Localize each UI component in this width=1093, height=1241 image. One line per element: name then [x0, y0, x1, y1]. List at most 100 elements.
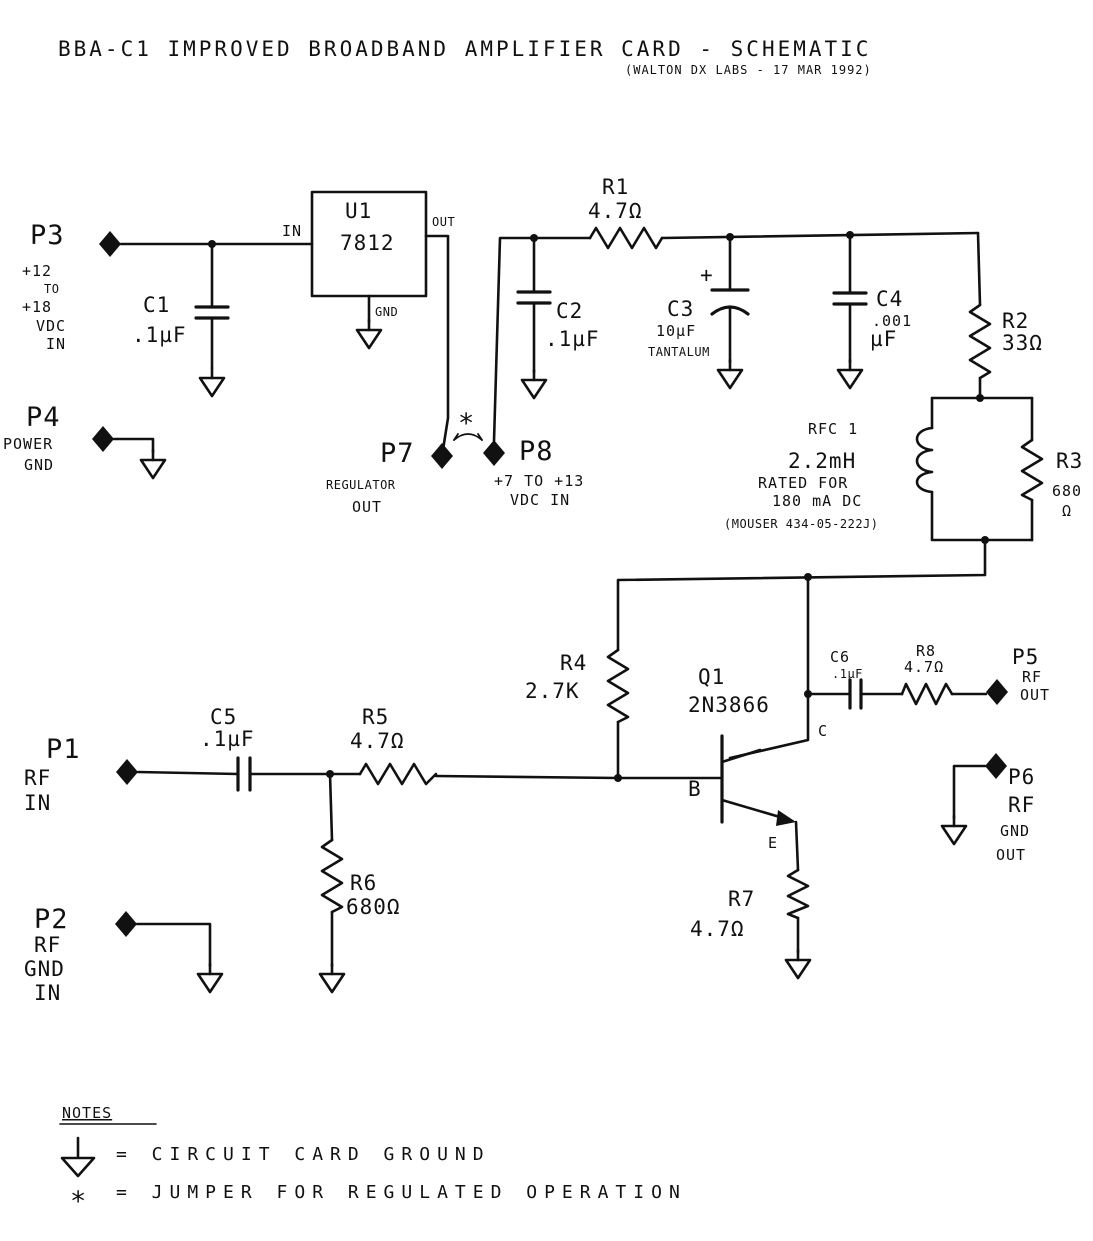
capacitor-c1: C1 .1µF	[132, 242, 230, 398]
port-p5-desc-2: OUT	[1020, 686, 1050, 704]
resistor-r2: R2 33Ω	[968, 303, 1043, 380]
r5-ref: R5	[362, 705, 389, 729]
port-p3-desc-5: IN	[46, 335, 66, 353]
u1-pin-out: OUT	[432, 215, 455, 229]
port-p6-desc-3: OUT	[996, 846, 1026, 864]
port-p6: P6 RF GND OUT	[940, 753, 1035, 864]
jumper-indicator: *	[453, 408, 483, 441]
resistor-r5: R5 4.7Ω	[350, 705, 438, 786]
capacitor-c4: C4 .001 µF	[832, 233, 911, 390]
port-p8-label: P8	[519, 436, 554, 467]
resistor-r8: R8 4.7Ω	[900, 642, 954, 706]
notes-heading: NOTES	[62, 1104, 112, 1122]
ground-symbol-icon	[60, 1136, 96, 1178]
r7-ref: R7	[728, 887, 755, 911]
rfc1-ref: RFC 1	[808, 420, 858, 438]
c3-ref: C3	[667, 297, 694, 321]
c2-ref: C2	[556, 299, 583, 323]
port-p1: P1 RF IN	[24, 734, 138, 815]
schematic-title: BBA-C1 IMPROVED BROADBAND AMPLIFIER CARD…	[58, 37, 871, 61]
r3-ref: R3	[1056, 449, 1083, 473]
note-1-text: = CIRCUIT CARD GROUND	[116, 1144, 491, 1165]
capacitor-c5: C5 .1µF	[200, 705, 255, 792]
port-p2-desc-1: RF	[34, 933, 61, 957]
c1-ref: C1	[143, 293, 170, 317]
port-p5-label: P5	[1012, 645, 1039, 669]
r8-ref: R8	[916, 642, 936, 660]
port-p7: P7 REGULATOR OUT	[326, 438, 453, 516]
port-p8-desc-2: VDC IN	[510, 491, 570, 509]
rfc1-value: 2.2mH	[788, 449, 856, 473]
port-p3-desc-3: +18	[22, 298, 52, 316]
c3-note: TANTALUM	[648, 345, 710, 359]
c3-value: 10µF	[656, 322, 696, 340]
port-p1-desc-1: RF	[24, 766, 51, 790]
resistor-r4: R4 2.7K	[525, 648, 630, 780]
capacitor-c2: C2 .1µF	[516, 236, 600, 400]
r8-value: 4.7Ω	[904, 658, 944, 676]
r4-value: 2.7K	[525, 679, 580, 703]
u1-pin-in: IN	[282, 222, 302, 240]
r5-value: 4.7Ω	[350, 729, 405, 753]
inductor-rfc1: RFC 1 2.2mH RATED FOR 180 mA DC (MOUSER …	[724, 396, 1034, 542]
r1-value: 4.7Ω	[588, 199, 643, 223]
q1-ref: Q1	[698, 665, 725, 689]
note-2-text: = JUMPER FOR REGULATED OPERATION	[116, 1182, 687, 1203]
port-p6-desc-2: GND	[1000, 822, 1030, 840]
port-p5: P5 RF OUT	[986, 645, 1050, 705]
port-p4-desc-1: POWER	[3, 435, 53, 453]
port-p2: P2 RF GND IN	[24, 904, 224, 1005]
port-p2-label: P2	[34, 904, 69, 935]
u1-pin-gnd: GND	[375, 305, 398, 319]
rfc1-note-3: (MOUSER 434-05-222J)	[724, 517, 879, 531]
u1-part: 7812	[340, 231, 395, 255]
c5-value: .1µF	[200, 727, 255, 751]
port-p4-desc-2: GND	[24, 456, 54, 474]
rfc1-note-1: RATED FOR	[758, 474, 848, 492]
port-p6-desc-1: RF	[1008, 793, 1035, 817]
resistor-r1: R1 4.7Ω	[588, 175, 664, 250]
jumper-star: *	[458, 408, 475, 439]
q1-pin-b: B	[688, 777, 702, 801]
r2-value: 33Ω	[1002, 331, 1043, 355]
port-p2-desc-2: GND	[24, 957, 65, 981]
port-p3-desc-4: VDC	[36, 317, 66, 335]
c2-value: .1µF	[545, 327, 600, 351]
rfc1-note-2: 180 mA DC	[772, 492, 862, 510]
jumper-star-icon: *	[70, 1186, 87, 1217]
port-p3-label: P3	[30, 220, 65, 251]
port-p1-label: P1	[46, 734, 81, 765]
port-p7-desc-2: OUT	[352, 498, 382, 516]
r6-value: 680Ω	[346, 895, 401, 919]
port-p3-desc-2: TO	[44, 282, 59, 296]
r3-value-2: Ω	[1062, 502, 1072, 520]
c4-ref: C4	[876, 287, 903, 311]
resistor-r3: R3 680 Ω	[1020, 396, 1083, 542]
r4-ref: R4	[560, 651, 587, 675]
port-p4-label: P4	[26, 402, 61, 433]
transistor-q1: Q1 2N3866 B C E	[688, 665, 828, 852]
capacitor-c3: + C3 10µF TANTALUM	[648, 235, 750, 390]
c4-value-2: µF	[870, 327, 897, 351]
port-p3-desc-1: +12	[22, 262, 52, 280]
port-p1-desc-2: IN	[24, 791, 51, 815]
q1-part: 2N3866	[688, 693, 770, 717]
r2-ref: R2	[1002, 309, 1029, 333]
r3-value-1: 680	[1052, 482, 1082, 500]
port-p8-desc-1: +7 TO +13	[494, 472, 584, 490]
port-p2-desc-3: IN	[34, 981, 61, 1005]
resistor-r7: R7 4.7Ω	[690, 820, 812, 980]
c1-value: .1µF	[132, 323, 187, 347]
r7-value: 4.7Ω	[690, 917, 745, 941]
q1-pin-c: C	[818, 722, 828, 740]
regulator-u1: U1 7812 IN OUT GND	[282, 190, 455, 350]
port-p3: P3 +12 TO +18 VDC IN	[22, 220, 121, 353]
port-p7-desc-1: REGULATOR	[326, 478, 396, 492]
port-p8: P8 +7 TO +13 VDC IN	[483, 436, 584, 509]
c6-value: .1µF	[832, 667, 863, 681]
c6-ref: C6	[830, 648, 850, 666]
r1-ref: R1	[602, 175, 629, 199]
schematic-subtitle: (WALTON DX LABS - 17 MAR 1992)	[625, 63, 872, 77]
resistor-r6: R6 680Ω	[318, 772, 401, 994]
